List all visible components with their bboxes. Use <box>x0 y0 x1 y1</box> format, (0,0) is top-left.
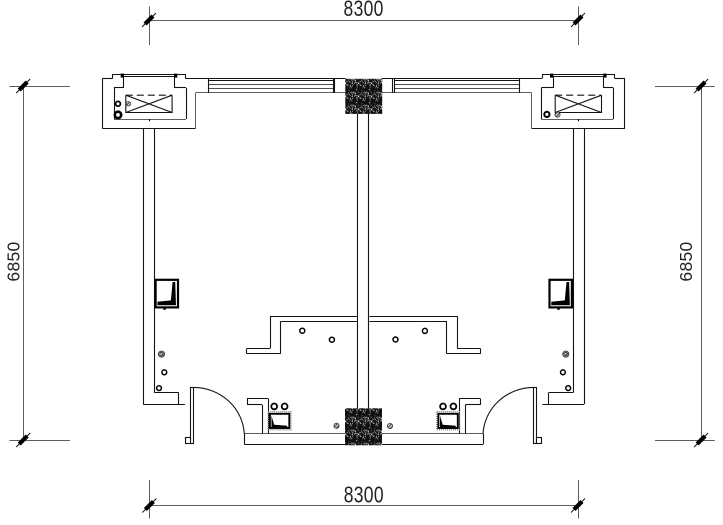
svg-text:8300: 8300 <box>344 482 384 508</box>
svg-text:6850: 6850 <box>676 241 696 281</box>
svg-text:8300: 8300 <box>344 0 384 22</box>
svg-text:6850: 6850 <box>4 241 24 281</box>
